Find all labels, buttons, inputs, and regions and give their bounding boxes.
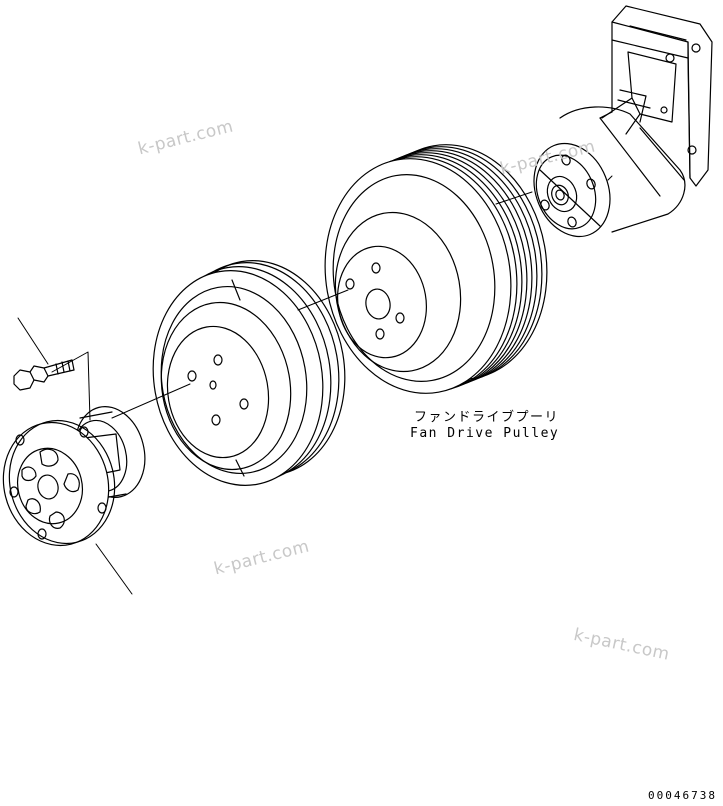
part-label-japanese: ファンドライブプーリ — [414, 410, 560, 425]
fan-bracket-housing — [533, 5, 713, 238]
part-label-english: Fan Drive Pulley — [410, 426, 560, 441]
intermediate-pulley — [152, 260, 346, 486]
damper-hub-assembly — [2, 406, 146, 547]
assembly-axis-lines — [17, 175, 613, 595]
fan-drive-pulley — [324, 144, 548, 394]
document-number: 00046738 — [648, 789, 717, 802]
